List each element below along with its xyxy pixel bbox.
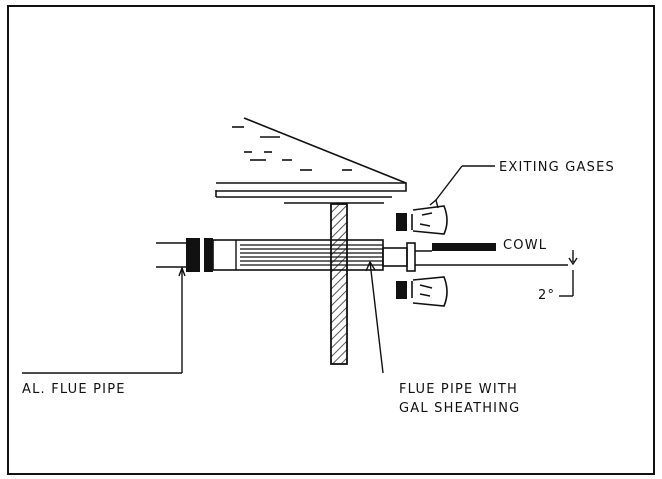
flue-pipe: [156, 238, 416, 272]
roof: [215, 117, 407, 204]
gal-sheathing: [240, 244, 383, 266]
label-gal-sheathing: GAL SHEATHING: [399, 401, 520, 416]
label-exiting-gases: EXITING GASES: [499, 160, 615, 175]
label-angle: 2°: [538, 288, 555, 303]
label-flue-pipe-with: FLUE PIPE WITH: [399, 382, 518, 397]
diagram-border: [7, 5, 655, 475]
wall: [330, 203, 348, 365]
angle-indicator: [559, 250, 578, 297]
label-cowl: COWL: [503, 238, 547, 253]
label-al-flue-pipe: AL. FLUE PIPE: [22, 382, 126, 397]
leader-lines: [22, 165, 495, 374]
upper-vent: [396, 205, 448, 235]
cowl: [415, 243, 568, 266]
lower-vent: [396, 276, 448, 307]
